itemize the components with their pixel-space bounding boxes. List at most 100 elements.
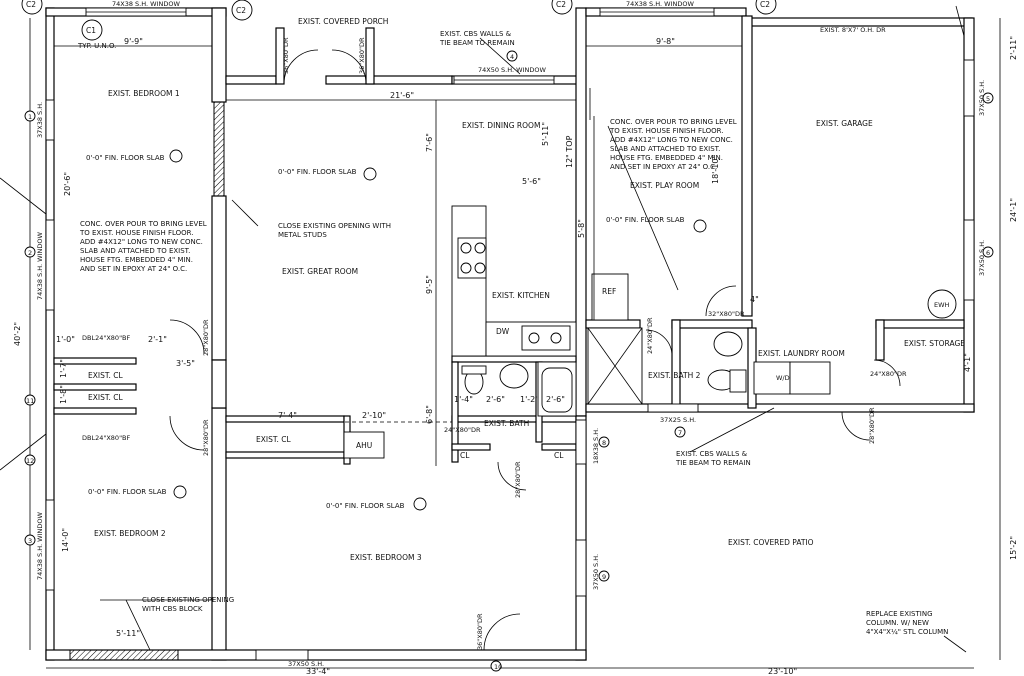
dim-33-4: 33'-4" (306, 667, 330, 676)
svg-text:TO EXIST. HOUSE FINISH FLOOR.: TO EXIST. HOUSE FINISH FLOOR. (609, 127, 723, 135)
dim-24-1: 24'-1" (1009, 198, 1018, 222)
window-bath-s: 18X38 S.H. (592, 428, 600, 464)
grid-bubbles: C2 C1 C2 C2 C2 (21, 0, 777, 41)
ref-label: REF (602, 287, 616, 296)
svg-text:EXIST. CBS WALLS &: EXIST. CBS WALLS & (440, 30, 512, 38)
ahu-label: AHU (356, 441, 372, 450)
svg-text:COLUMN. W/ NEW: COLUMN. W/ NEW (866, 619, 929, 627)
note-typ: TYP. U.N.O. (77, 42, 116, 50)
tag-8: 8 (602, 439, 606, 447)
svg-text:CLOSE EXISTING OPENING WITH: CLOSE EXISTING OPENING WITH (278, 222, 391, 230)
tag-1: 1 (28, 113, 32, 121)
door-bed1: 28"X80"DR (202, 319, 210, 356)
window-top-left: 74X38 S.H. WINDOW (112, 0, 180, 8)
room-closet-3: EXIST. CL (256, 435, 292, 444)
dim-9-9: 9'-9" (124, 37, 143, 46)
dim-1-0: 1'-0" (56, 335, 75, 344)
windows (45, 7, 975, 661)
svg-text:TIE BEAM TO REMAIN: TIE BEAM TO REMAIN (675, 459, 751, 467)
room-bedroom2: EXIST. BEDROOM 2 (94, 529, 166, 538)
svg-text:TO EXIST. HOUSE FINISH FLOOR.: TO EXIST. HOUSE FINISH FLOOR. (79, 229, 193, 237)
ewh-label: EWH (934, 301, 950, 309)
dim-7-6: 7'-6" (425, 133, 434, 152)
window-labels: 74X38 S.H. WINDOW 74X38 S.H. WINDOW 74X5… (36, 0, 986, 668)
svg-text:CONC. OVER POUR TO BRING LEVEL: CONC. OVER POUR TO BRING LEVEL (610, 118, 737, 126)
room-covered-patio: EXIST. COVERED PATIO (728, 538, 814, 547)
overhead-door: EXIST. 8'X7' O.H. DR (820, 26, 886, 34)
note-replace-column: REPLACE EXISTING COLUMN. W/ NEW 4"X4"X¼"… (866, 610, 948, 636)
door-dbl-top: DBL24"X80"BF (82, 334, 131, 342)
svg-text:CONC. OVER POUR TO BRING LEVEL: CONC. OVER POUR TO BRING LEVEL (80, 220, 207, 228)
room-covered-porch: EXIST. COVERED PORCH (298, 17, 388, 26)
bath-closet-left: CL (460, 451, 470, 460)
door-labels: 36"X80"DR 36"X80"DR DBL24"X80"BF DBL24"X… (82, 37, 907, 650)
svg-text:EXIST. CBS WALLS &: EXIST. CBS WALLS & (676, 450, 748, 458)
tag-9: 9 (602, 573, 606, 581)
dim-1-4: 1'-4" (454, 395, 473, 404)
svg-text:CLOSE EXISTING OPENING: CLOSE EXISTING OPENING (142, 596, 234, 604)
room-closet-1: EXIST. CL (88, 371, 124, 380)
dim-1-2: 1'-2" (520, 395, 539, 404)
dim-15-2: 15'-2" (1009, 536, 1018, 560)
notes: 0'-0" FIN. FLOOR SLAB 0'-0" FIN. FLOOR S… (77, 30, 948, 636)
svg-text:HOUSE FTG. EMBEDDED 4" MIN.: HOUSE FTG. EMBEDDED 4" MIN. (80, 256, 193, 264)
dim-14-0: 14'-0" (61, 528, 70, 552)
tag-6: 6 (986, 249, 990, 257)
room-dining: EXIST. DINING ROOM (462, 121, 540, 130)
leaders (0, 37, 967, 653)
dim-2-6-a: 2'-6" (486, 395, 505, 404)
room-laundry: EXIST. LAUNDRY ROOM (758, 349, 845, 358)
room-labels: EXIST. BEDROOM 1 EXIST. BEDROOM 2 EXIST.… (88, 17, 965, 562)
room-closet-2: EXIST. CL (88, 393, 124, 402)
window-left3: 74X38 S.H. WINDOW (36, 512, 44, 580)
tag-5: 5 (986, 95, 990, 103)
note-floor-slab-3: 0'-0" FIN. FLOOR SLAB (606, 216, 685, 224)
svg-text:ADD #4X12" LONG TO NEW CONC.: ADD #4X12" LONG TO NEW CONC. (610, 136, 733, 144)
note-conc-left: CONC. OVER POUR TO BRING LEVEL TO EXIST.… (79, 220, 207, 273)
door-bed3: 36"X80"DR (476, 613, 484, 650)
svg-text:HOUSE FTG. EMBEDDED 4" MIN.: HOUSE FTG. EMBEDDED 4" MIN. (610, 154, 723, 162)
note-cbs-bottom: EXIST. CBS WALLS & TIE BEAM TO REMAIN (675, 450, 751, 467)
room-bath: EXIST. BATH (484, 419, 529, 428)
door-bath2: 24"X80"DR (646, 317, 654, 354)
dim-23-10: 23'-10" (768, 667, 797, 676)
door-bath: 24"X80"DR (444, 426, 481, 434)
dim-4-1: 4'-1" (963, 353, 972, 372)
tag-11: 11 (26, 397, 34, 405)
note-cbs-top: EXIST. CBS WALLS & TIE BEAM TO REMAIN (439, 30, 515, 47)
note-floor-slab-2: 0'-0" FIN. FLOOR SLAB (278, 168, 357, 176)
note-floor-slab-5: 0'-0" FIN. FLOOR SLAB (326, 502, 405, 510)
svg-text:SLAB AND ATTACHED TO EXIST.: SLAB AND ATTACHED TO EXIST. (610, 145, 720, 153)
room-bath2: EXIST. BATH 2 (648, 371, 701, 380)
dim-2-1: 2'-1" (148, 335, 167, 344)
svg-text:SLAB AND ATTACHED TO EXIST.: SLAB AND ATTACHED TO EXIST. (80, 247, 190, 255)
window-garage2: 37X50 S.H. (978, 240, 986, 276)
svg-text:TIE BEAM TO REMAIN: TIE BEAM TO REMAIN (439, 39, 515, 47)
window-bottom: 37X50 S.H. (288, 660, 324, 668)
dim-4-in: 4" (750, 295, 759, 304)
tag-7: 7 (678, 429, 682, 437)
svg-text:AND SET IN EPOXY AT 24" O.C.: AND SET IN EPOXY AT 24" O.C. (610, 163, 717, 171)
note-close-cbs: CLOSE EXISTING OPENING WITH CBS BLOCK (142, 596, 234, 613)
dim-5-11: 5'-11" (541, 122, 550, 146)
room-bedroom1: EXIST. BEDROOM 1 (108, 89, 180, 98)
bath-closet-right: CL (554, 451, 564, 460)
tag-3: 3 (28, 537, 32, 545)
dim-40-2: 40'-2" (13, 322, 22, 346)
door-laundry: 32"X80"DR (708, 310, 745, 318)
svg-text:WITH CBS BLOCK: WITH CBS BLOCK (142, 605, 203, 613)
walls (45, 7, 975, 661)
dim-5-11-b: 5'-11" (116, 629, 140, 638)
window-dining: 74X50 S.H. WINDOW (478, 66, 546, 74)
grid-bubble-c2-a: C2 (26, 0, 36, 9)
grid-bubble-c1: C1 (86, 26, 96, 35)
grid-bubble-c2-c: C2 (556, 0, 566, 9)
dim-9-8: 9'-8" (656, 37, 675, 46)
window-bath2: 37X25 S.H. (660, 416, 696, 424)
dim-7-4: 7'-4" (278, 411, 297, 420)
door-bath-closet: 28"X80"DR (514, 461, 522, 498)
room-garage: EXIST. GARAGE (816, 119, 873, 128)
door-porch-right: 36"X80"DR (358, 37, 366, 74)
svg-text:4"X4"X¼" STL COLUMN: 4"X4"X¼" STL COLUMN (866, 628, 948, 636)
note-close-metal: CLOSE EXISTING OPENING WITH METAL STUDS (278, 222, 391, 239)
